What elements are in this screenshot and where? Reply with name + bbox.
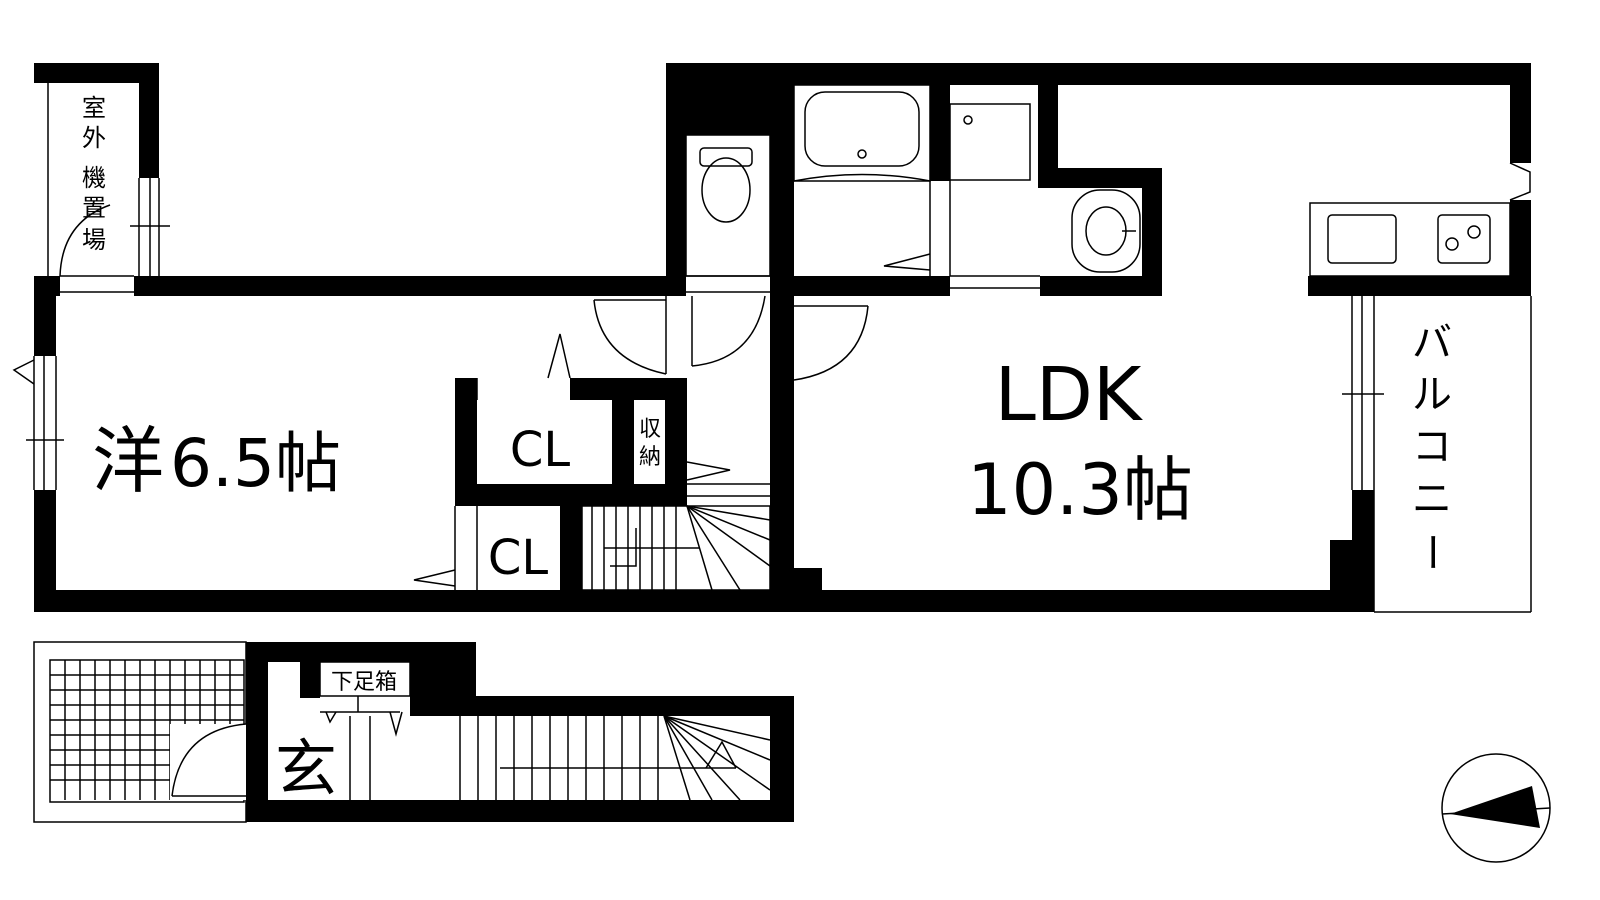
- western-room-label: 洋 6.5帖: [92, 419, 341, 503]
- entrance-label: 玄: [275, 732, 337, 805]
- lower-stairs: [459, 715, 771, 801]
- ldk-room-size: 10.3帖: [967, 449, 1193, 531]
- storage-label: 収 納: [639, 417, 661, 470]
- outdoor-char-1: 室: [82, 94, 106, 122]
- closet-upper-label: CL: [510, 422, 571, 478]
- walls-lower: [33, 641, 794, 823]
- balcony-char-3: コ: [1412, 424, 1452, 470]
- balcony-label: バ ル コ ニ ー: [1408, 320, 1454, 572]
- bath-fixture: [793, 84, 931, 276]
- outdoor-char-5: 場: [82, 226, 106, 254]
- entrance-area: [319, 661, 411, 800]
- storage-char-2: 納: [639, 445, 661, 470]
- toilet-fixture: [685, 134, 771, 367]
- upper-stairs: [581, 483, 771, 591]
- storage-char-1: 収: [639, 417, 661, 442]
- north-compass: [1441, 753, 1551, 863]
- left-window: [12, 356, 64, 490]
- balcony-char-5: ー: [1408, 532, 1454, 572]
- outdoor-char-3: 機: [82, 164, 106, 192]
- ldk-door: [773, 296, 869, 381]
- western-room-size: 6.5帖: [170, 425, 341, 502]
- outdoor-char-4: 置: [82, 194, 106, 222]
- balcony-char-1: バ: [1412, 320, 1452, 366]
- shoe-box-label: 下足箱: [331, 670, 397, 695]
- ldk-label: LDK 10.3帖: [967, 352, 1193, 531]
- western-room-name: 洋: [92, 419, 164, 503]
- closet-doors: [413, 333, 731, 590]
- outdoor-unit-area: [47, 83, 170, 293]
- western-room-door: [593, 296, 667, 375]
- washroom-fixtures: [949, 103, 1142, 289]
- lower-grid-area: [49, 659, 247, 803]
- outdoor-char-2: 外: [82, 124, 106, 152]
- closet-lower-label: CL: [488, 530, 549, 586]
- balcony-char-2: ル: [1412, 372, 1452, 418]
- balcony-char-4: ニ: [1412, 476, 1452, 522]
- ldk-room-name: LDK: [995, 352, 1144, 438]
- balcony-area: [1342, 296, 1532, 613]
- outdoor-unit-label: 室 外 機 置 場: [82, 94, 106, 254]
- kitchen-counter: [1309, 162, 1531, 277]
- walls-upper: [34, 63, 1531, 612]
